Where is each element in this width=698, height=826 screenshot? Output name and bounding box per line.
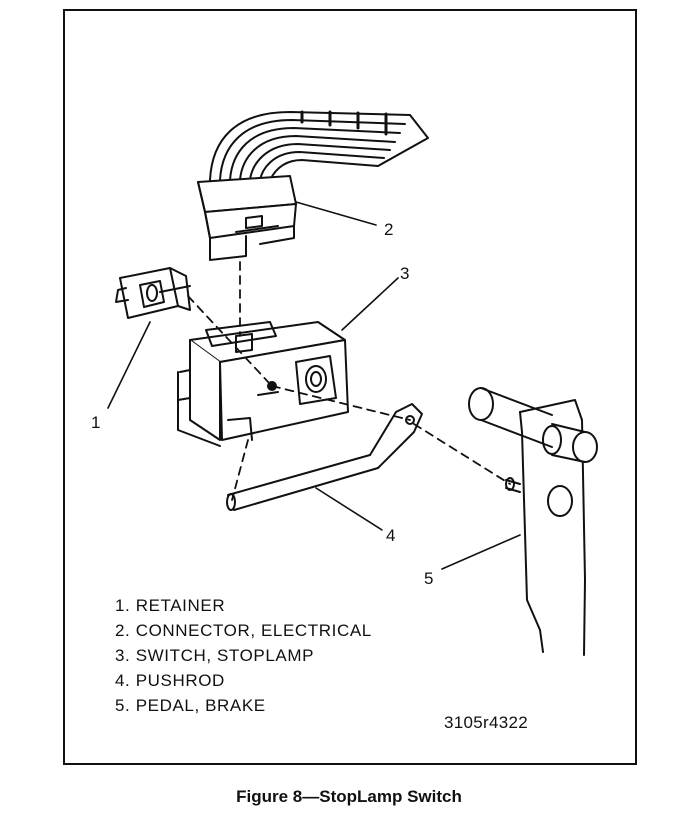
- leader-lines: [107, 201, 521, 570]
- stoplamp-switch: [177, 321, 349, 447]
- legend-item-pushrod: 4. PUSHROD: [115, 671, 225, 690]
- brake-pedal: [468, 387, 598, 656]
- figure-caption: Figure 8—StopLamp Switch: [236, 787, 462, 806]
- retainer: [115, 267, 191, 319]
- callout-1: 1: [91, 413, 101, 432]
- callout-4: 4: [386, 526, 396, 545]
- callout-2: 2: [384, 220, 394, 239]
- parts-legend: 1. RETAINER 2. CONNECTOR, ELECTRICAL 3. …: [115, 593, 372, 718]
- drawing-number: 3105r4322: [444, 713, 528, 732]
- callout-3: 3: [400, 264, 410, 283]
- electrical-connector: [197, 175, 297, 261]
- legend-item-retainer: 1. RETAINER: [115, 596, 226, 615]
- pushrod: [226, 403, 423, 511]
- legend-item-switch: 3. SWITCH, STOPLAMP: [115, 646, 315, 665]
- assembly-guide-lines: [187, 261, 511, 501]
- legend-item-connector: 2. CONNECTOR, ELECTRICAL: [115, 621, 372, 640]
- legend-item-pedal: 5. PEDAL, BRAKE: [115, 696, 266, 715]
- callout-5: 5: [424, 569, 434, 588]
- wire-harness: [209, 110, 429, 181]
- figure-frame: [63, 9, 637, 765]
